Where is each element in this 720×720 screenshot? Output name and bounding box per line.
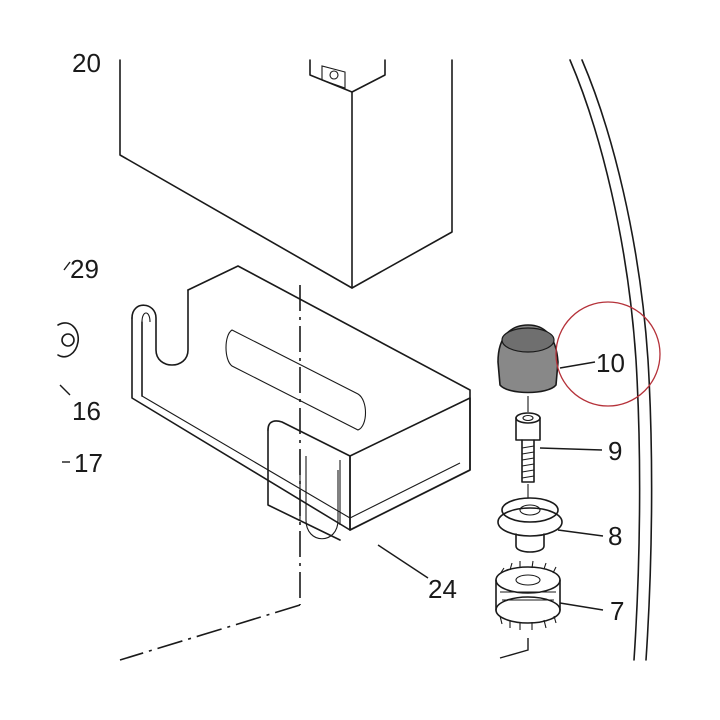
part-9-screw (515, 396, 541, 498)
part-10-cap (497, 324, 559, 394)
callout-16: 16 (72, 396, 101, 426)
callout-9: 9 (608, 436, 622, 466)
callout-7: 7 (610, 596, 624, 626)
callout-20: 20 (72, 48, 101, 78)
housing-edge (569, 59, 653, 661)
highlight-circle (555, 301, 661, 407)
callout-17: 17 (74, 448, 103, 478)
part-8-collar (497, 497, 563, 553)
part-7-gear (495, 560, 561, 659)
callout-29: 29 (70, 254, 99, 284)
part-29-16-stub (57, 261, 80, 463)
leader-lines (377, 361, 604, 611)
callout-10: 10 (596, 348, 625, 378)
callout-8: 8 (608, 521, 622, 551)
part-24-tray (131, 265, 471, 541)
part-20-block (119, 59, 453, 289)
center-axis (119, 285, 301, 661)
callout-24: 24 (428, 574, 457, 604)
